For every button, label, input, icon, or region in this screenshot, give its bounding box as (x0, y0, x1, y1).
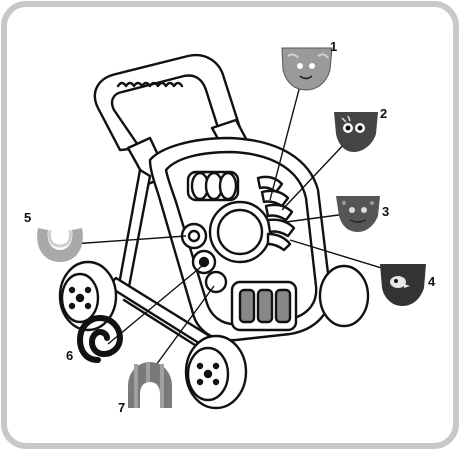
callout-number-4: 4 (428, 274, 436, 289)
callout-number-1: 1 (330, 39, 337, 54)
central-mirror-inner (218, 210, 262, 254)
wheel-front-left (186, 336, 246, 408)
callout-number-5: 5 (24, 210, 31, 225)
round-button-7 (206, 272, 226, 292)
small-button-5-inner (189, 231, 199, 241)
callout-number-2: 2 (380, 106, 387, 121)
bottom-roller-drums (232, 282, 296, 330)
callout-number-6: 6 (66, 348, 73, 363)
gear-button-6-inner (200, 258, 208, 266)
wheel-back-right (320, 266, 368, 326)
callout-number-7: 7 (118, 400, 125, 415)
callout-number-3: 3 (382, 204, 389, 219)
roller-toy (188, 172, 238, 200)
